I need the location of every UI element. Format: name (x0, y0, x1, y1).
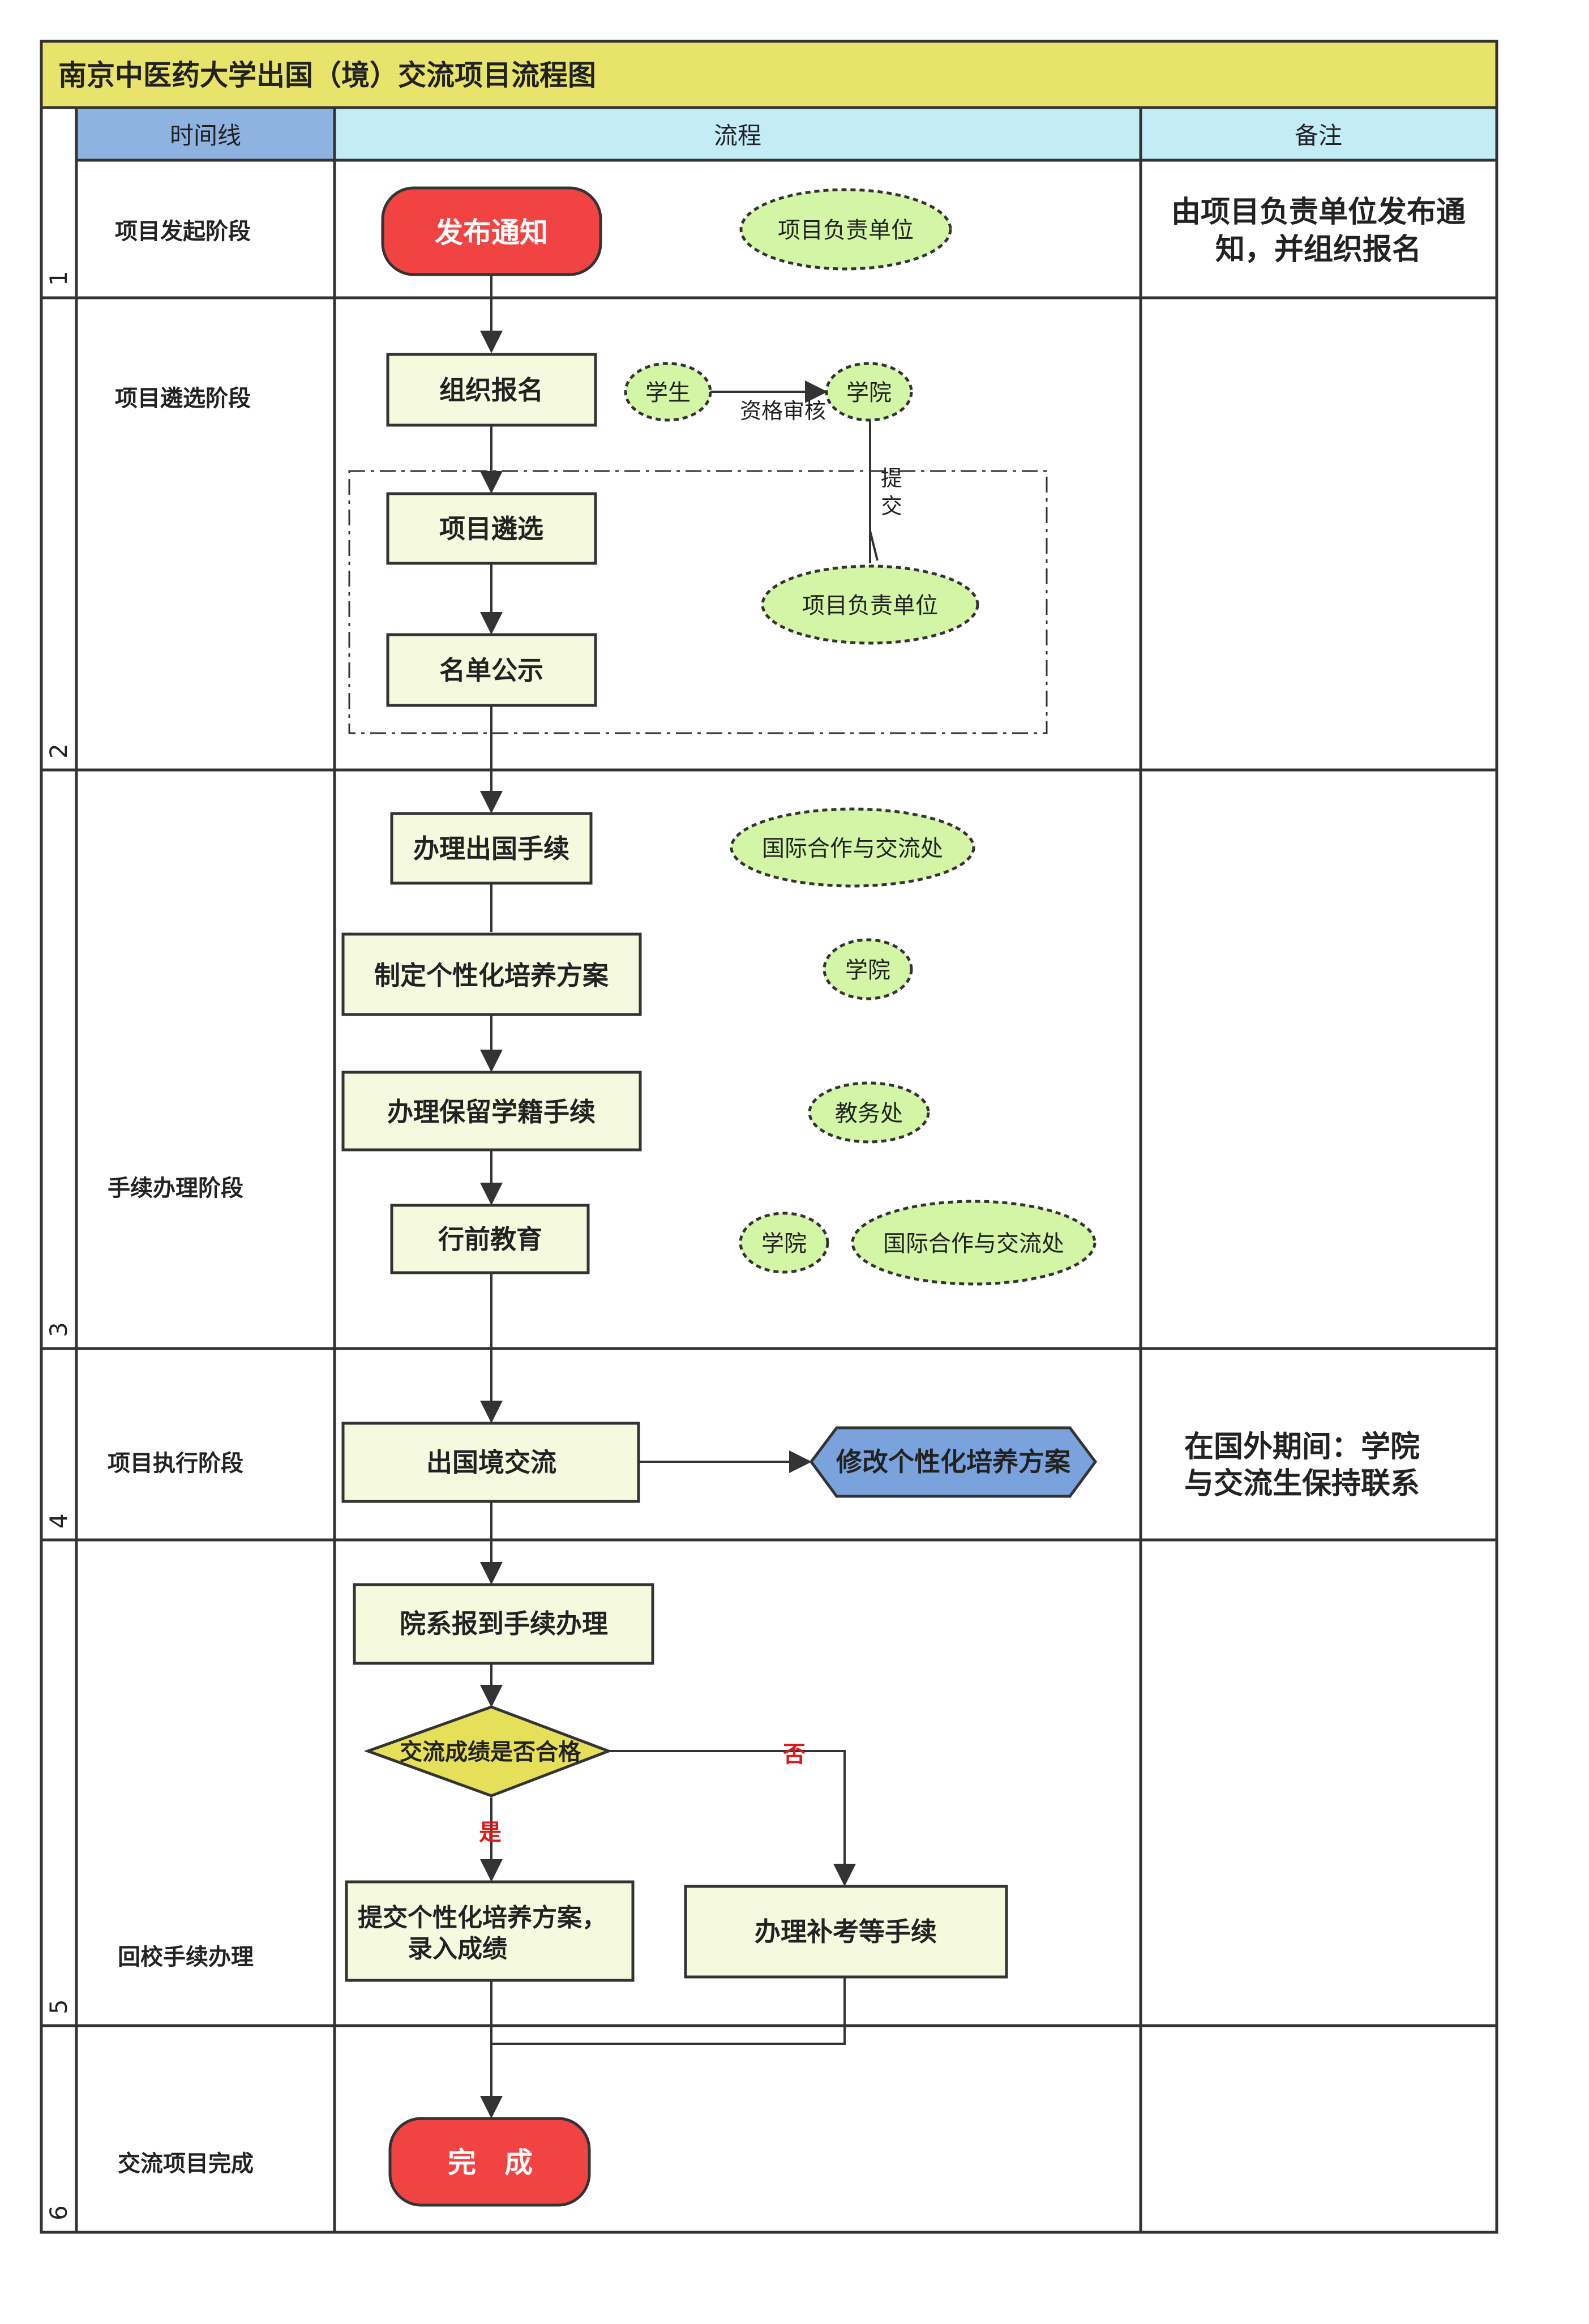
header-timeline-label: 时间线 (170, 122, 241, 149)
row-index-4: 4 (45, 1513, 72, 1529)
oval-college-c-label: 学院 (761, 1231, 807, 1257)
stage-2: 项目遴选阶段 (115, 386, 251, 412)
oval-college-b-label: 学院 (845, 957, 890, 983)
publicize-box (386, 633, 597, 707)
report-label: 院系报到手续办理 (400, 1608, 608, 1639)
start-terminal (381, 186, 602, 276)
oval-project-unit-1 (739, 188, 952, 271)
oval-student (624, 362, 712, 422)
header-process (333, 106, 1142, 162)
oval-academic-affairs (808, 1081, 930, 1144)
training-plan-box (341, 932, 642, 1016)
stage-1: 项目发起阶段 (115, 219, 251, 245)
submit-vertical-char-2: 交 (881, 494, 902, 519)
exit-procedures-box (390, 812, 593, 885)
review-label: 资格审核 (740, 399, 826, 423)
decision-diamond (363, 1705, 613, 1797)
selection-group-box (348, 470, 1048, 734)
select-label: 项目遴选 (439, 513, 543, 544)
organize-label: 组织报名 (439, 375, 543, 405)
submit-vertical-char-1: 提 (881, 466, 902, 491)
remark-4-line-1: 在国外期间：学院 (1184, 1430, 1420, 1464)
row-index-1: 1 (45, 271, 72, 286)
makeup-box (684, 1885, 1008, 1979)
oval-college-c (739, 1212, 829, 1274)
row-index-2: 2 (45, 743, 72, 759)
oval-project-unit-2 (761, 564, 979, 645)
end-terminal (388, 2117, 591, 2207)
row-index-5: 5 (45, 1999, 72, 2014)
remark-1-line-1: 由项目负责单位发布通 (1171, 195, 1466, 229)
oval-intl-office-2-label: 国际合作与交流处 (883, 1231, 1064, 1257)
stage-6: 交流项目完成 (118, 2151, 254, 2177)
report-box (353, 1583, 654, 1665)
table-grid (40, 40, 1498, 2234)
makeup-label: 办理补考等手续 (755, 1916, 937, 1947)
row-index-3: 3 (45, 1322, 72, 1337)
remark-1-line-2: 知，并组织报名 (1215, 233, 1421, 267)
start-terminal-label: 发布通知 (435, 216, 548, 249)
decision-label: 交流成绩是否合格 (400, 1739, 581, 1765)
pre-departure-box (390, 1204, 590, 1274)
oval-academic-affairs-label: 教务处 (835, 1101, 903, 1127)
remark-4-line-2: 与交流生保持联系 (1184, 1467, 1420, 1501)
answer-no: 否 (783, 1741, 806, 1767)
submit-plan-box (345, 1880, 635, 1982)
oval-project-unit-2-label: 项目负责单位 (802, 593, 938, 619)
stage-5: 回校手续办理 (118, 1944, 254, 1970)
connectors (480, 275, 879, 2118)
exit-procedures-label: 办理出国手续 (413, 833, 569, 864)
pre-departure-label: 行前教育 (438, 1224, 542, 1255)
oval-intl-office-1 (730, 807, 975, 888)
stage-4: 项目执行阶段 (108, 1450, 243, 1476)
oval-intl-office-2 (851, 1200, 1097, 1286)
submit-plan-line-2: 录入成绩 (408, 1934, 507, 1963)
oval-student-label: 学生 (645, 380, 691, 406)
organize-box (386, 353, 597, 427)
header-remarks-label: 备注 (1295, 122, 1342, 149)
oval-intl-office-1-label: 国际合作与交流处 (762, 836, 943, 862)
modify-plan-hexagon (809, 1426, 1098, 1498)
submit-plan-line-1: 提交个性化培养方案， (358, 1903, 607, 1932)
header-timeline (75, 106, 336, 162)
oval-project-unit-1-label: 项目负责单位 (778, 217, 914, 243)
exchange-label: 出国境交流 (426, 1447, 556, 1478)
retain-status-box (341, 1071, 642, 1152)
modify-plan-label: 修改个性化培养方案 (836, 1446, 1071, 1477)
header-process-label: 流程 (714, 122, 761, 149)
title-bar (40, 40, 1498, 109)
oval-college-b (823, 938, 913, 1000)
oval-college-a-label: 学院 (846, 380, 892, 406)
diagram-title: 南京中医药大学出国（境）交流项目流程图 (58, 59, 596, 92)
row-index-6: 6 (45, 2205, 72, 2220)
oval-college-a (825, 362, 913, 422)
training-plan-label: 制定个性化培养方案 (374, 960, 609, 991)
publicize-label: 名单公示 (439, 655, 543, 686)
end-terminal-label: 完 成 (448, 2146, 533, 2179)
exchange-box (341, 1422, 640, 1503)
retain-status-label: 办理保留学籍手续 (387, 1097, 596, 1127)
answer-yes: 是 (479, 1820, 502, 1846)
stage-3: 手续办理阶段 (108, 1175, 243, 1201)
select-box (386, 492, 597, 565)
